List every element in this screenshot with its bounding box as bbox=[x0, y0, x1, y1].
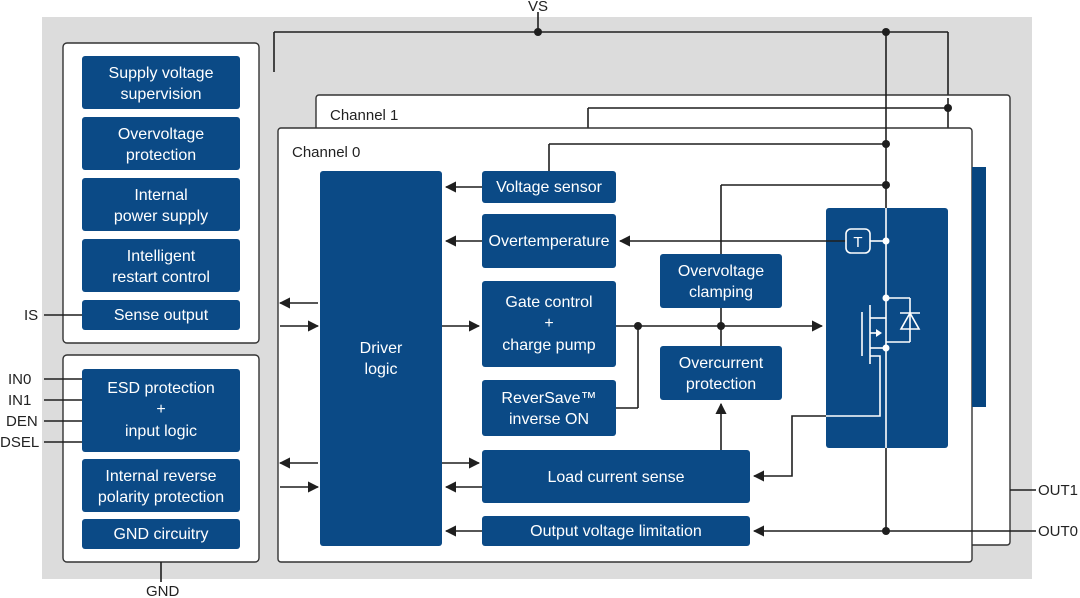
svg-text:Overvoltage: Overvoltage bbox=[118, 126, 204, 143]
pin-den: DEN bbox=[6, 413, 38, 430]
esd-protection-block: ESD protection + input logic bbox=[82, 369, 240, 452]
svg-text:Intelligent: Intelligent bbox=[127, 248, 196, 265]
sense-output-block: Sense output bbox=[82, 300, 240, 330]
gate-control-block: Gate control + charge pump bbox=[482, 281, 616, 367]
overtemperature-block: Overtemperature bbox=[482, 214, 616, 268]
channel-0-wiring bbox=[442, 32, 1036, 537]
gnd-circuitry-block: GND circuitry bbox=[82, 519, 240, 549]
left-pins: IS IN0 IN1 DEN DSEL bbox=[0, 307, 82, 451]
svg-text:+: + bbox=[544, 315, 553, 332]
voltage-sensor-block: Voltage sensor bbox=[482, 171, 616, 203]
channel-1-wiring bbox=[587, 98, 1036, 491]
svg-text:protection: protection bbox=[686, 376, 756, 393]
svg-text:clamping: clamping bbox=[689, 284, 753, 301]
overvoltage-protection-block: Overvoltage protection bbox=[82, 117, 240, 170]
output-pins: OUT1 OUT0 bbox=[1038, 482, 1078, 540]
internal-power-supply-block: Internal power supply bbox=[82, 178, 240, 231]
svg-text:supervision: supervision bbox=[121, 86, 202, 103]
svg-text:Overcurrent: Overcurrent bbox=[679, 355, 764, 372]
left-channel-arrows bbox=[278, 297, 320, 493]
gnd-pin: GND bbox=[146, 562, 180, 598]
pin-out0: OUT0 bbox=[1038, 523, 1078, 540]
svg-text:input logic: input logic bbox=[125, 423, 197, 440]
temp-sensor-label: T bbox=[853, 234, 862, 251]
pin-out1: OUT1 bbox=[1038, 482, 1078, 499]
svg-text:GND circuitry: GND circuitry bbox=[113, 526, 208, 543]
vs-wiring bbox=[273, 12, 949, 98]
svg-text:ReverSave™: ReverSave™ bbox=[501, 390, 596, 407]
overvoltage-clamping-block: Overvoltage clamping bbox=[660, 254, 782, 308]
svg-text:+: + bbox=[156, 401, 165, 418]
svg-text:Driver: Driver bbox=[360, 340, 403, 357]
pin-dsel: DSEL bbox=[0, 434, 39, 451]
svg-text:inverse ON: inverse ON bbox=[509, 411, 589, 428]
svg-text:logic: logic bbox=[365, 361, 398, 378]
channel-0-label: Channel 0 bbox=[292, 144, 360, 161]
pin-in0: IN0 bbox=[8, 371, 31, 388]
svg-text:Gate control: Gate control bbox=[505, 294, 592, 311]
driver-logic-block: Driver logic bbox=[320, 171, 442, 546]
overcurrent-protection-block: Overcurrent protection bbox=[660, 346, 782, 400]
svg-text:Output voltage limitation: Output voltage limitation bbox=[530, 523, 702, 540]
internal-reverse-polarity-block: Internal reverse polarity protection bbox=[82, 459, 240, 512]
intelligent-restart-control-block: Intelligent restart control bbox=[82, 239, 240, 292]
svg-text:Internal: Internal bbox=[134, 187, 187, 204]
channel-1-power-stage-edge bbox=[972, 167, 986, 407]
pin-is: IS bbox=[24, 307, 38, 324]
svg-text:Overvoltage: Overvoltage bbox=[678, 263, 764, 280]
pin-vs: VS bbox=[528, 0, 548, 15]
svg-text:Load current sense: Load current sense bbox=[548, 469, 685, 486]
svg-text:restart control: restart control bbox=[112, 269, 210, 286]
svg-text:Internal reverse: Internal reverse bbox=[105, 468, 216, 485]
svg-text:Sense output: Sense output bbox=[114, 307, 209, 324]
output-voltage-limitation-block: Output voltage limitation bbox=[482, 516, 750, 546]
supply-voltage-supervision-block: Supply voltage supervision bbox=[82, 56, 240, 109]
svg-text:GND: GND bbox=[146, 583, 180, 598]
svg-text:Supply voltage: Supply voltage bbox=[109, 65, 214, 82]
svg-text:Voltage sensor: Voltage sensor bbox=[496, 179, 603, 196]
svg-text:ESD protection: ESD protection bbox=[107, 380, 215, 397]
pin-in1: IN1 bbox=[8, 392, 31, 409]
svg-text:polarity protection: polarity protection bbox=[98, 489, 224, 506]
channel-1-label: Channel 1 bbox=[330, 107, 398, 124]
svg-text:power supply: power supply bbox=[114, 208, 208, 225]
load-current-sense-block: Load current sense bbox=[482, 450, 750, 503]
svg-text:Overtemperature: Overtemperature bbox=[489, 233, 610, 250]
svg-text:protection: protection bbox=[126, 147, 196, 164]
svg-text:charge pump: charge pump bbox=[502, 337, 595, 354]
power-switch-block bbox=[826, 208, 948, 448]
reversave-block: ReverSave™ inverse ON bbox=[482, 380, 616, 436]
mosfet-symbol: T bbox=[826, 208, 921, 448]
